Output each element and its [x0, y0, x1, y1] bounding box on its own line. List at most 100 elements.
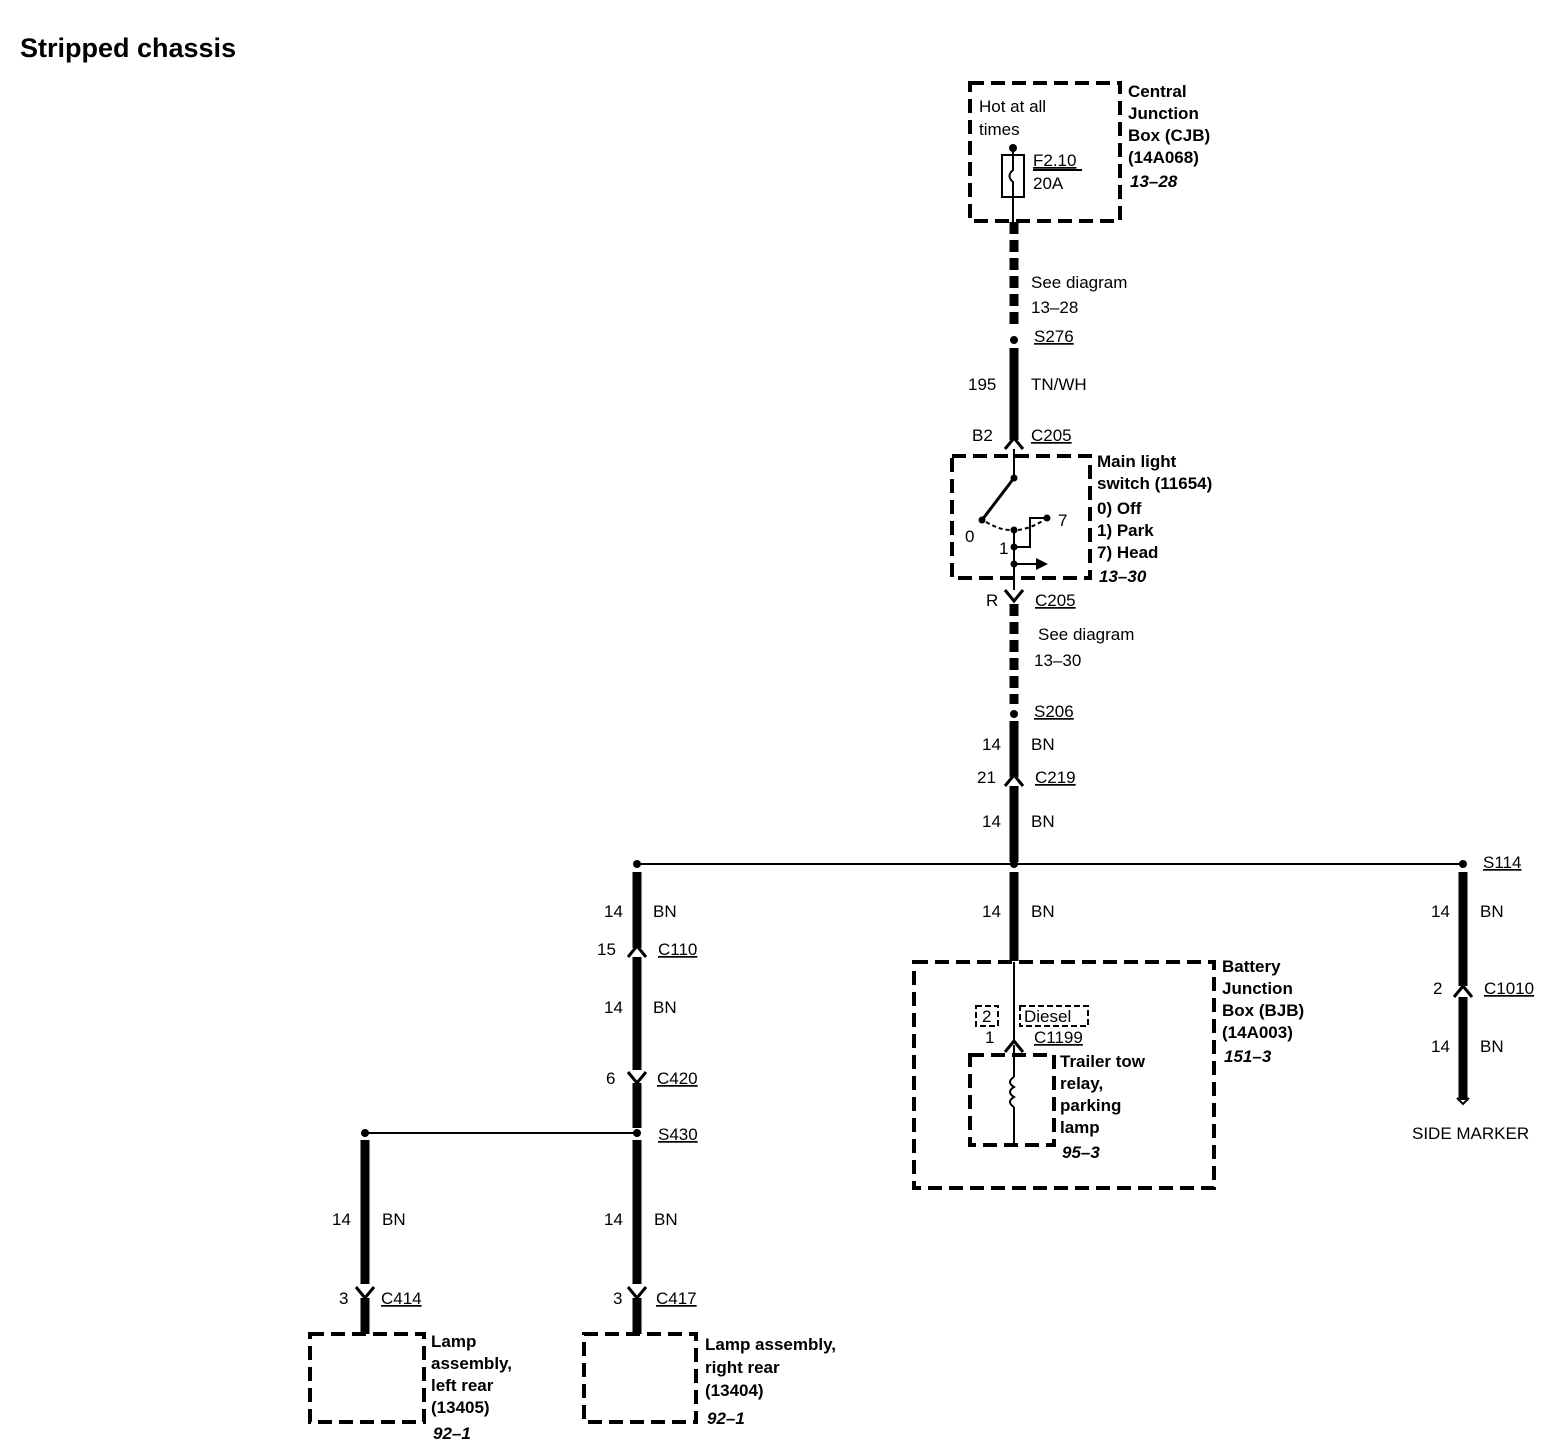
- c417-connector-icon: [626, 1286, 648, 1301]
- bus-left-dot: [633, 860, 641, 868]
- splice-s276-dot: [1010, 336, 1018, 344]
- switch-pos-label-0: 0: [965, 527, 974, 546]
- see-diagram-1-line2: 13–28: [1031, 298, 1078, 317]
- left-wire-mid-color: BN: [653, 998, 677, 1017]
- bjb-alt-pin-box: [975, 1005, 999, 1027]
- main-light-switch: 0 1 7 Main light switch (11654) 0) Off 1…: [950, 449, 1212, 590]
- lamp-left-wire-color: BN: [382, 1210, 406, 1229]
- lamp-left-wire-circuit: 14: [332, 1210, 351, 1229]
- s430-left-dot: [361, 1129, 369, 1137]
- bjb-connector: C1199: [1034, 1028, 1083, 1047]
- fuse-element-icon: [1008, 155, 1014, 197]
- c219-pin: 21: [977, 768, 996, 787]
- switch-junction-dot-1: [1010, 543, 1018, 551]
- c205-bottom-pin: R: [986, 591, 998, 610]
- right-wire-top-color: BN: [1480, 902, 1504, 921]
- arrow-right-icon: [1036, 558, 1048, 570]
- bjb-ref: 151–3: [1224, 1047, 1272, 1066]
- fuse-number: F2.10: [1033, 151, 1076, 170]
- relay-ref: 95–3: [1062, 1143, 1100, 1162]
- splice-s206: S206: [1034, 702, 1074, 721]
- lamp-right-ref: 92–1: [707, 1409, 745, 1428]
- c205-bottom-connector: C205: [1035, 591, 1076, 610]
- c219-connector-icon: [1003, 772, 1025, 787]
- left-wire-top-color: BN: [653, 902, 677, 921]
- switch-name-2: switch (11654): [1097, 474, 1212, 493]
- bjb-diesel-box: [1019, 1005, 1089, 1027]
- switch-blade: [980, 477, 1016, 521]
- wire-14-a-color: BN: [1031, 735, 1055, 754]
- center-wire-circuit: 14: [982, 902, 1001, 921]
- relay-name-4: lamp: [1060, 1118, 1100, 1137]
- horizontal-bus: S114: [633, 853, 1521, 872]
- cjb-name-3: Box (CJB): [1128, 126, 1210, 145]
- splice-s430: S430: [658, 1125, 698, 1144]
- right-wire-bottom-color: BN: [1480, 1037, 1504, 1056]
- c1199-connector-icon: [1003, 1038, 1025, 1053]
- lamp-right-outline: [582, 1332, 698, 1424]
- switch-pos-label-1: 1: [999, 539, 1008, 558]
- cjb-name-2: Junction: [1128, 104, 1199, 123]
- wire-14-a-circuit: 14: [982, 735, 1001, 754]
- switch-name-4: 1) Park: [1097, 521, 1154, 540]
- c205-bottom-connector-icon: [1003, 589, 1025, 604]
- relay-outline: [968, 1053, 1056, 1147]
- lamp-left-name-4: (13405): [431, 1398, 490, 1417]
- relay-name-3: parking: [1060, 1096, 1121, 1115]
- page-title: Stripped chassis: [20, 33, 236, 63]
- switch-pos-7-link: [1014, 517, 1047, 548]
- cjb-name-1: Central: [1128, 82, 1187, 101]
- lamp-left-ref: 92–1: [433, 1424, 471, 1443]
- c414-connector-icon: [354, 1286, 376, 1301]
- cjb-ref: 13–28: [1130, 172, 1178, 191]
- relay-coil-icon: [1009, 1076, 1016, 1108]
- see-diagram-2-line1: See diagram: [1038, 625, 1134, 644]
- switch-travel-arc: [985, 521, 1011, 531]
- c205-top-pin: B2: [972, 426, 993, 445]
- side-marker-label: SIDE MARKER: [1412, 1124, 1529, 1143]
- bus-center-dot: [1010, 860, 1018, 868]
- switch-pos-label-7: 7: [1058, 511, 1067, 530]
- switch-name-1: Main light: [1097, 452, 1177, 471]
- battery-junction-box: 14 BN 2 Diesel 1 C1199 Trailer tow relay…: [912, 872, 1304, 1190]
- wire-195-circuit: 195: [968, 375, 996, 394]
- center-wire-color: BN: [1031, 902, 1055, 921]
- relay-name-1: Trailer tow: [1060, 1052, 1146, 1071]
- main-trunk: See diagram 13–28 S276 195 TN/WH B2 C205: [968, 222, 1127, 450]
- splice-s276: S276: [1034, 327, 1074, 346]
- cjb-name-4: (14A068): [1128, 148, 1199, 167]
- bus-right-dot: [1459, 860, 1467, 868]
- lamp-right-rear: 14 BN 3 C417 Lamp assembly, right rear (…: [582, 1140, 836, 1428]
- c414-pin: 3: [339, 1289, 348, 1308]
- right-branch: 14 BN 2 C1010 14 BN SIDE MARKER: [1412, 872, 1534, 1143]
- bjb-name-3: Box (BJB): [1222, 1001, 1304, 1020]
- lamp-right-name-2: right rear: [705, 1358, 780, 1377]
- c110-pin: 15: [597, 940, 616, 959]
- lamp-left-outline: [308, 1332, 426, 1424]
- c110-connector: C110: [658, 940, 697, 959]
- bjb-pin: 1: [985, 1028, 994, 1047]
- see-diagram-2-line2: 13–30: [1034, 651, 1081, 670]
- c420-connector: C420: [657, 1069, 698, 1088]
- wire-14-b-circuit: 14: [982, 812, 1001, 831]
- see-diagram-1-line1: See diagram: [1031, 273, 1127, 292]
- right-wire-top-circuit: 14: [1431, 902, 1450, 921]
- lamp-left-rear: 14 BN 3 C414 Lamp assembly, left rear (1…: [308, 1140, 512, 1443]
- bjb-alt-pin: 2: [982, 1007, 991, 1026]
- c1010-connector: C1010: [1484, 979, 1534, 998]
- c1010-pin: 2: [1433, 979, 1442, 998]
- switch-name-3: 0) Off: [1097, 499, 1142, 518]
- lamp-left-name-2: assembly,: [431, 1354, 512, 1373]
- c110-connector-icon: [626, 943, 648, 958]
- left-wire-top-circuit: 14: [604, 902, 623, 921]
- cjb-outline: [968, 81, 1122, 223]
- wire-14-b-color: BN: [1031, 812, 1055, 831]
- splice-s114: S114: [1483, 853, 1521, 872]
- cjb-hot-text-2: times: [979, 120, 1020, 139]
- switch-outline: [950, 454, 1092, 580]
- switch-name-5: 7) Head: [1097, 543, 1158, 562]
- fuse-rating: 20A: [1033, 174, 1064, 193]
- switch-ref: 13–30: [1099, 567, 1147, 586]
- cjb-hot-text-1: Hot at all: [979, 97, 1046, 116]
